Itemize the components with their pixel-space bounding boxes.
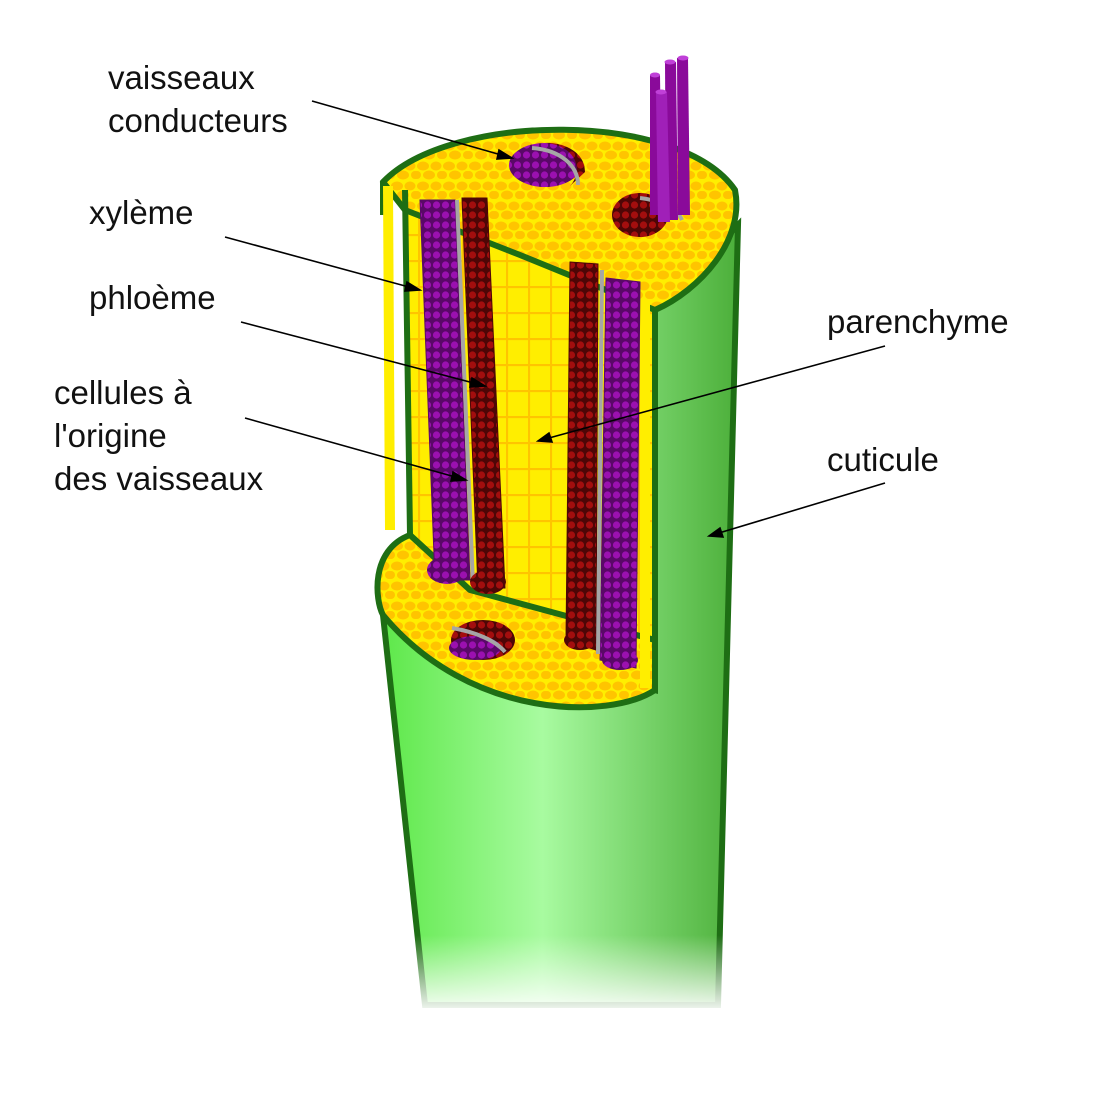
label-vaisseaux-conducteurs: vaisseaux conducteurs bbox=[108, 56, 288, 142]
vascular-bundle-right bbox=[564, 261, 641, 670]
vascular-bundle-top-1 bbox=[509, 142, 585, 187]
label-cuticule: cuticule bbox=[827, 441, 939, 478]
label-line: cellules à bbox=[54, 374, 192, 411]
vascular-bundle-top-2 bbox=[612, 55, 690, 237]
cross-section-top bbox=[380, 126, 740, 313]
vascular-bundle-bottom bbox=[449, 620, 515, 660]
label-line: conducteurs bbox=[108, 102, 288, 139]
label-cellules-origine: cellules à l'origine des vaisseaux bbox=[54, 371, 263, 500]
label-line: des vaisseaux bbox=[54, 460, 264, 497]
label-xyleme: xylème bbox=[89, 194, 194, 231]
vascular-bundle-left bbox=[419, 197, 506, 594]
label-parenchyme: parenchyme bbox=[827, 303, 1009, 340]
label-phloeme: phloème bbox=[89, 279, 216, 316]
leader-lines bbox=[224, 100, 886, 538]
label-line: l'origine bbox=[54, 417, 167, 454]
label-line: vaisseaux bbox=[108, 59, 255, 96]
